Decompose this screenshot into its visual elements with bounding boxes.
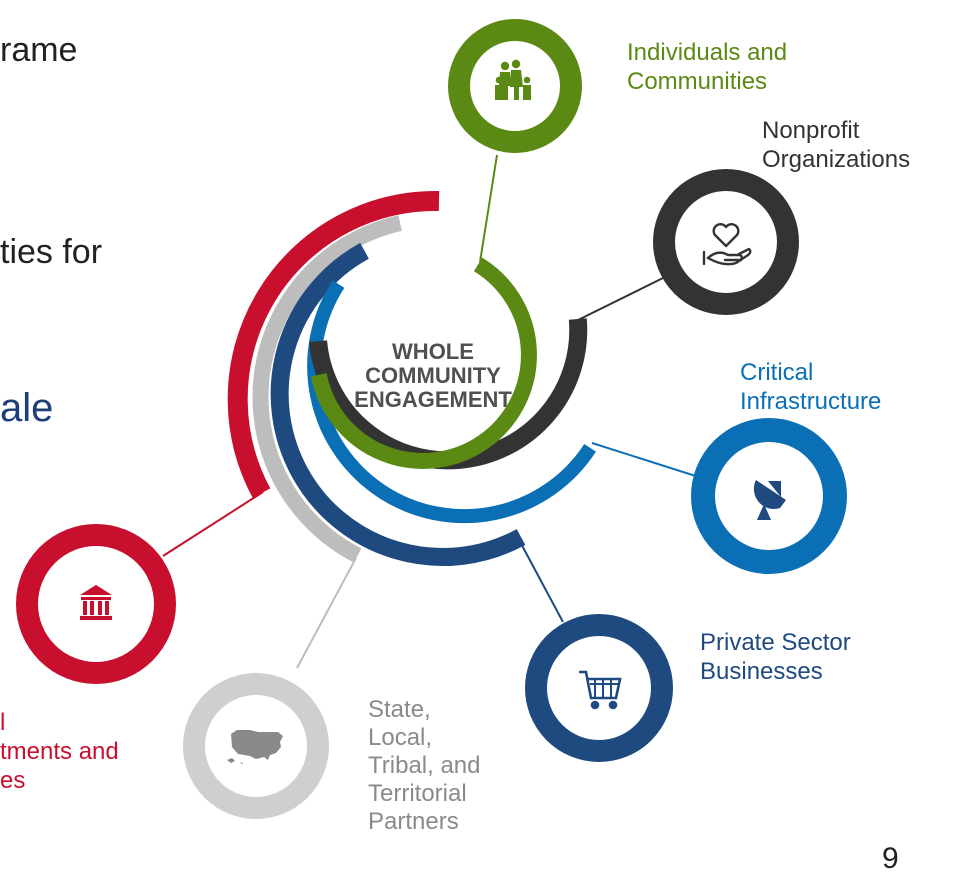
label-line: l: [0, 709, 6, 736]
node-ring-federal: [16, 524, 176, 684]
node-ring-private: [525, 614, 673, 762]
center-label-line: ENGAGEMENT: [354, 387, 512, 412]
label-line: Critical: [740, 359, 814, 386]
slide-text-fragment-2: ties for: [0, 233, 103, 271]
label-line: State,: [368, 696, 431, 723]
connector-private: [517, 537, 564, 623]
page-number: 9: [882, 842, 899, 875]
label-sltt: State, Local, Tribal, and Territorial Pa…: [368, 696, 481, 836]
label-line: Private Sector: [700, 629, 851, 656]
connector-infrastructure: [591, 442, 703, 479]
arc-private: [270, 242, 526, 566]
slide-text-fragment-3: ale: [0, 386, 54, 430]
label-line: Partners: [368, 808, 459, 835]
heart-hand-icon: [702, 223, 752, 266]
label-line: es: [0, 767, 26, 794]
label-federal: l tments and es: [0, 708, 119, 795]
label-line: Nonprofit: [762, 117, 860, 144]
slide-text-fragment-1: rame: [0, 31, 78, 69]
label-line: Individuals and: [627, 39, 788, 66]
connector-sltt: [296, 557, 357, 669]
satellite-dish-icon: [753, 480, 786, 520]
label-line: Communities: [627, 68, 768, 95]
connector-individuals: [479, 154, 498, 263]
us-map-icon: [227, 730, 283, 764]
shopping-cart-icon: [579, 670, 622, 710]
label-line: Organizations: [762, 146, 911, 173]
label-line: Local,: [368, 724, 433, 751]
label-line: Businesses: [700, 658, 823, 685]
label-line: Infrastructure: [740, 388, 882, 415]
connector-federal: [162, 491, 264, 557]
label-private: Private Sector Businesses: [700, 628, 851, 686]
label-line: Tribal, and: [368, 752, 481, 779]
center-label: WHOLE COMMUNITY ENGAGEMENT: [330, 340, 536, 412]
node-ring-nonprofit: [653, 169, 799, 315]
label-nonprofit: Nonprofit Organizations: [762, 116, 910, 174]
center-label-line: WHOLE: [392, 339, 474, 364]
center-label-line: COMMUNITY: [365, 363, 501, 388]
label-infrastructure: Critical Infrastructure: [740, 358, 881, 416]
arc-federal: [227, 190, 440, 498]
arc-sltt: [252, 215, 402, 563]
connector-nonprofit: [577, 277, 664, 321]
label-line: tments and: [0, 738, 119, 765]
label-line: Territorial: [368, 780, 467, 807]
label-individuals: Individuals and Communities: [627, 38, 787, 96]
arc-individuals: [310, 257, 537, 469]
government-building-icon: [80, 585, 112, 620]
family-icon: [495, 59, 531, 100]
